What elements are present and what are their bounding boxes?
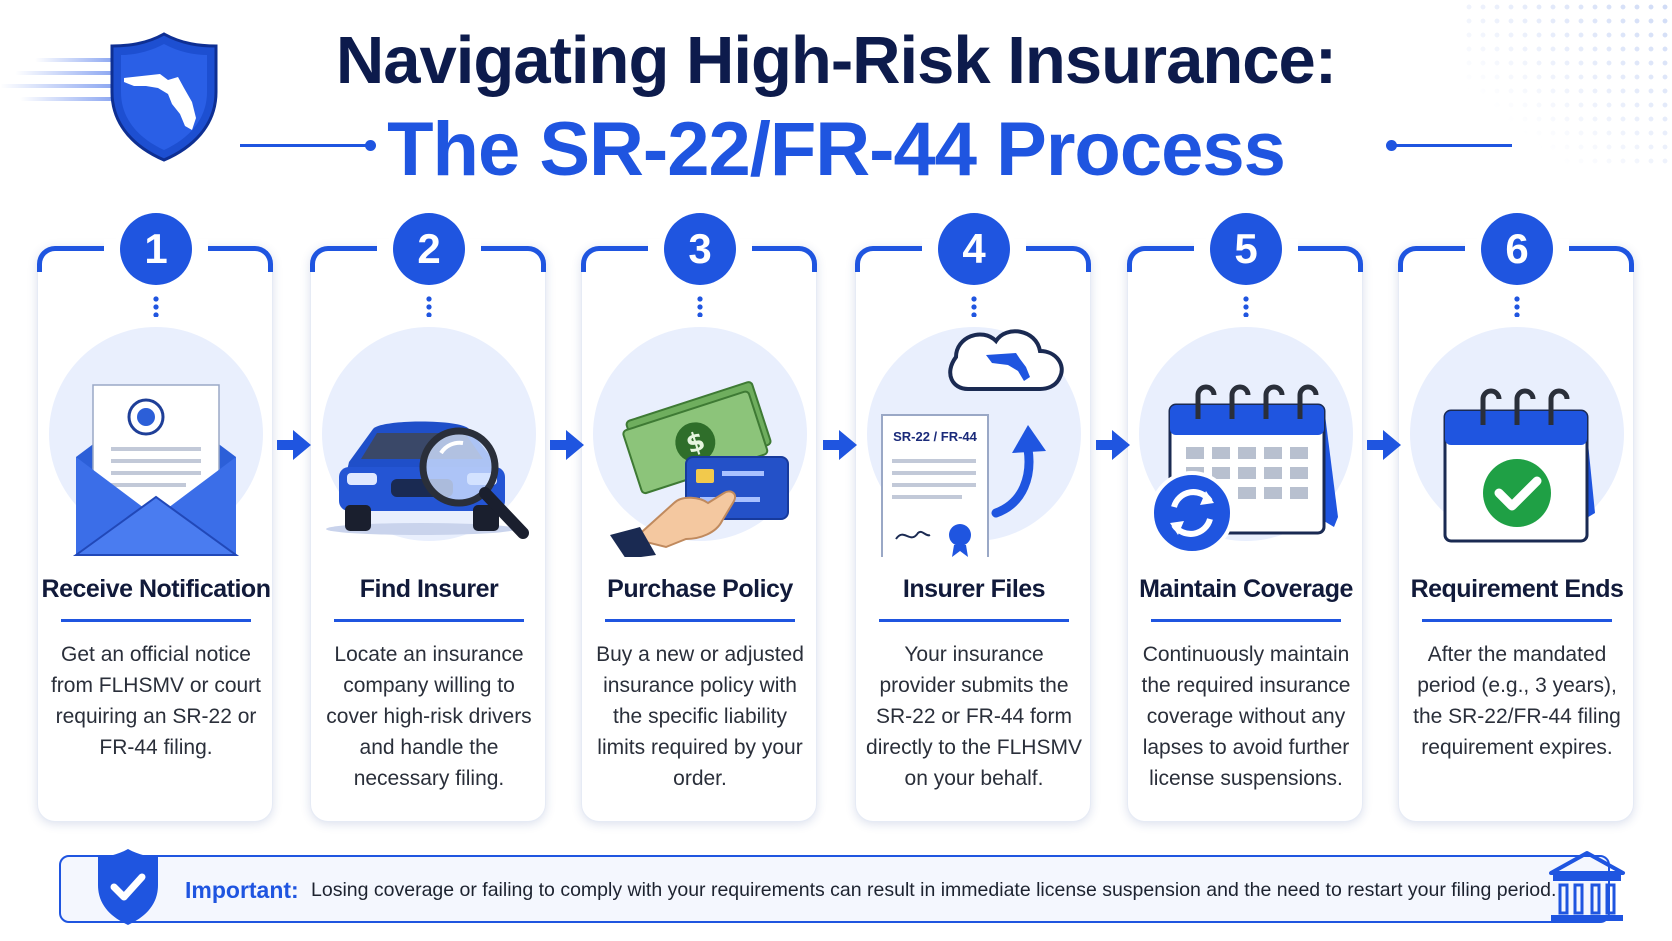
step-number-badge: 5 xyxy=(1210,213,1282,285)
step-number-badge: 1 xyxy=(120,213,192,285)
step-card-6: 6 Requirement Ends After the mandated pe… xyxy=(1398,213,1634,822)
government-building-icon xyxy=(1549,851,1625,921)
step-description: Continuously maintain the required insur… xyxy=(1141,643,1351,790)
step-description: Locate an insurance company willing to c… xyxy=(326,643,532,790)
speed-lines-decoration xyxy=(0,58,115,128)
step-title: Find Insurer xyxy=(359,575,499,603)
money-card-icon: $ xyxy=(610,381,789,557)
step-number-badge: 6 xyxy=(1481,213,1553,285)
arrow-right-icon xyxy=(1367,430,1401,460)
step-number-badge: 4 xyxy=(938,213,1010,285)
step-description: Buy a new or adjusted insurance policy w… xyxy=(596,643,804,790)
arrow-right-icon xyxy=(1096,430,1130,460)
important-label: Important: xyxy=(185,877,299,903)
step-card-5: 5 Maintain Coverage Continuously maintai… xyxy=(1127,213,1363,822)
page-title-line1: Navigating High-Risk Insurance: xyxy=(335,23,1337,98)
arrow-right-icon xyxy=(823,430,857,460)
car-magnifier-icon xyxy=(326,421,529,539)
step-title: Receive Notification xyxy=(41,575,271,603)
shield-check-icon xyxy=(98,849,158,925)
step-description: Your insurance provider submits the SR-2… xyxy=(866,643,1082,790)
envelope-notice-icon xyxy=(72,384,240,556)
step-card-3: 3 $ Purchase Policy Buy a new or adjuste… xyxy=(581,213,817,822)
arrow-right-icon xyxy=(277,430,311,460)
title-divider-left xyxy=(240,140,376,151)
step-number-badge: 3 xyxy=(664,213,736,285)
arrow-right-icon xyxy=(550,430,584,460)
step-title: Requirement Ends xyxy=(1410,575,1624,603)
form-label: SR-22 / FR-44 xyxy=(893,429,978,444)
title-divider-right xyxy=(1386,140,1512,151)
step-title: Maintain Coverage xyxy=(1139,575,1353,603)
decorative-dot-pattern xyxy=(1462,0,1672,170)
calendar-renew-icon xyxy=(1150,384,1338,555)
step-description: Get an official notice from FLHSMV or co… xyxy=(50,643,262,759)
step-card-1: 1 Receive Notification Get an official n… xyxy=(37,213,273,822)
important-notice-banner: Important: Losing coverage or failing to… xyxy=(59,849,1625,925)
florida-shield-logo-icon xyxy=(110,32,218,162)
page-title-line2: The SR-22/FR-44 Process xyxy=(387,107,1286,192)
step-description: After the mandated period (e.g., 3 years… xyxy=(1413,643,1621,759)
step-card-4: 4 SR-22 / FR-44 Insurer Files Your insur… xyxy=(855,213,1091,822)
step-card-2: 2 Find Insurer Locate an insurance compa… xyxy=(310,213,546,822)
document-upload-cloud-icon: SR-22 / FR-44 xyxy=(881,329,1064,557)
step-title: Insurer Files xyxy=(902,575,1046,603)
calendar-check-icon xyxy=(1443,388,1595,543)
step-number-badge: 2 xyxy=(393,213,465,285)
important-text: Losing coverage or failing to comply wit… xyxy=(311,879,1557,901)
step-title: Purchase Policy xyxy=(607,575,793,603)
